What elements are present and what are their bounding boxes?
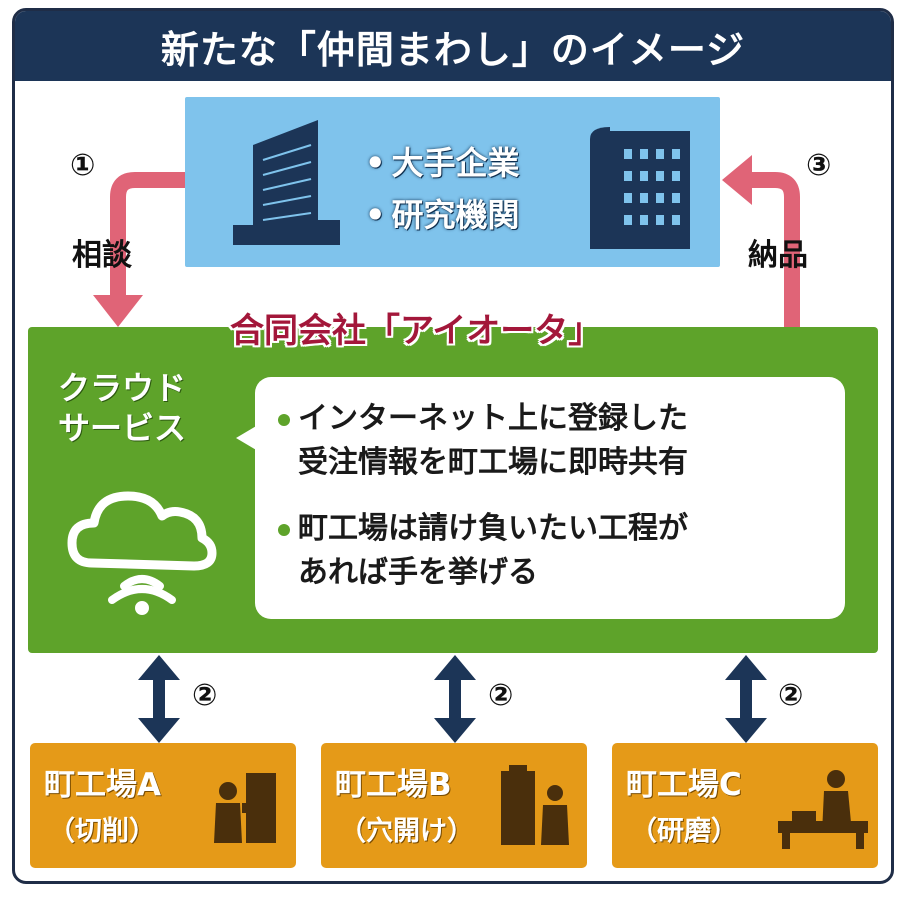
step-3-marker: ③ [806, 148, 832, 183]
step-1-marker: ① [70, 148, 96, 183]
bullet-2-line1: 町工場は請け負いたい工程が [298, 511, 688, 546]
client-list: 大手企業 研究機関 [365, 137, 519, 241]
bullet-1-line1: インターネット上に登録した [298, 401, 688, 436]
company-name: 合同会社「アイオータ」 [230, 311, 603, 351]
worker-machine-icon [778, 770, 868, 849]
speech-bubble-tail [236, 425, 258, 451]
consult-label: 相談 [72, 238, 132, 273]
step-2-marker-b: ② [488, 678, 514, 713]
consult-arrowhead [93, 295, 143, 327]
research-building-icon [590, 127, 690, 249]
diagram-title: 新たな「仲間まわし」のイメージ [160, 27, 746, 72]
bullet-1-line2: 受注情報を町工場に即時共有 [298, 445, 688, 480]
bullet-dot [278, 414, 290, 426]
deliver-arrow [752, 172, 800, 327]
deliver-arrowhead [722, 155, 752, 205]
consult-arrow [110, 172, 185, 298]
factory-c-process: （研磨） [630, 816, 738, 847]
factory-b: 町工場B （穴開け） [321, 743, 587, 868]
factory-a-name: 町工場A [44, 767, 161, 803]
client-item-enterprise: 大手企業 [365, 137, 519, 189]
factory-b-process: （穴開け） [339, 816, 474, 847]
factory-c-name: 町工場C [626, 767, 742, 803]
service-label-line1: クラウド [58, 369, 187, 407]
step-2-marker-c: ② [778, 678, 804, 713]
factory-b-name: 町工場B [335, 767, 452, 803]
cloud-icon [67, 491, 217, 615]
deliver-label: 納品 [748, 238, 808, 273]
link-arrow-c [725, 655, 767, 743]
worker-machine-icon [501, 765, 569, 845]
service-label-line2: サービス [58, 409, 187, 447]
speech-bubble [255, 377, 845, 619]
factory-a: 町工場A （切削） [30, 743, 296, 868]
cloud-service-label: クラウド サービス [58, 368, 186, 448]
bullet-item-bid: 町工場は請け負いたい工程が あれば手を挙げる [278, 507, 688, 595]
link-arrow-a [138, 655, 180, 743]
factory-c: 町工場C （研磨） [612, 743, 878, 868]
worker-machine-icon [214, 773, 276, 843]
wireless-signal-icon [108, 575, 176, 615]
factory-a-process: （切削） [48, 816, 156, 847]
title-bar: 新たな「仲間まわし」のイメージ [15, 11, 891, 81]
client-item-research: 研究機関 [365, 189, 519, 241]
step-2-marker-a: ② [192, 678, 218, 713]
bullet-dot [278, 524, 290, 536]
client-box: 大手企業 研究機関 [185, 97, 720, 267]
bullet-2-line2: あれば手を挙げる [298, 555, 538, 590]
office-building-icon [233, 120, 340, 245]
bullet-item-share: インターネット上に登録した 受注情報を町工場に即時共有 [278, 397, 688, 485]
link-arrow-b [434, 655, 476, 743]
